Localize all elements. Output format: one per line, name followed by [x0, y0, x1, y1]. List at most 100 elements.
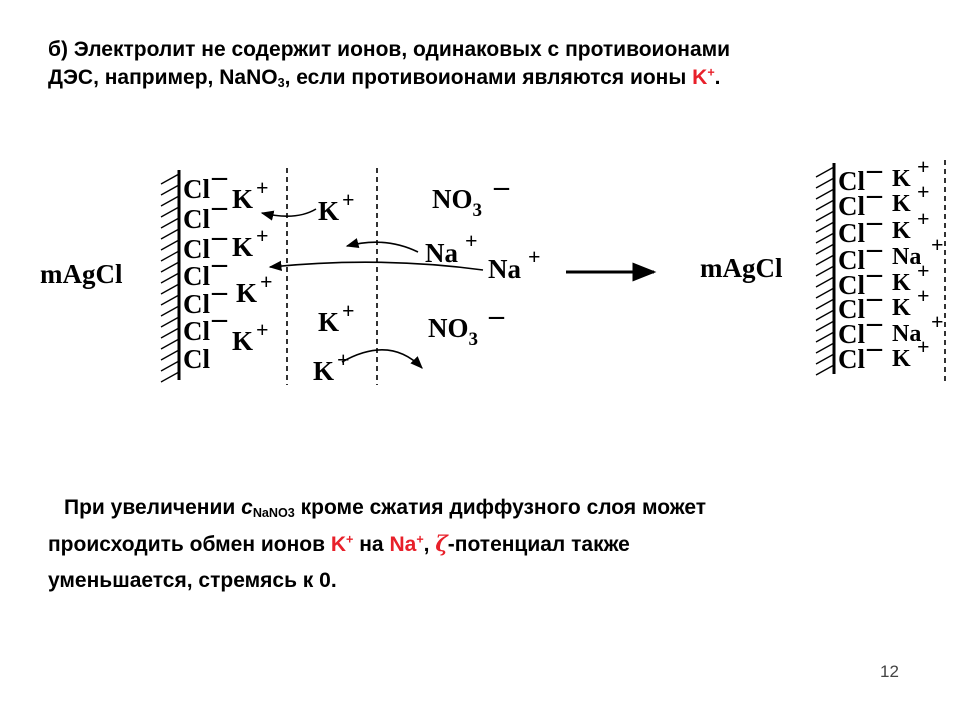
hatch-mark	[160, 184, 180, 196]
minus-sign: –	[866, 257, 883, 290]
right-counterion-column: K + K + K + Na + K + K + Na + K +	[892, 154, 944, 372]
cl-ion: Cl	[838, 191, 865, 221]
plus-sign: +	[931, 309, 944, 334]
minus-sign: –	[211, 220, 228, 253]
minus-sign: –	[866, 331, 883, 364]
minus-sign: –	[211, 302, 228, 335]
hatch-mark	[815, 177, 835, 189]
cl-ion: Cl	[838, 245, 865, 275]
k-ion: K	[236, 278, 257, 308]
cl-ion: Cl	[183, 174, 210, 204]
plus-sign: +	[465, 228, 478, 253]
cl-ion: Cl	[183, 289, 210, 319]
na-ion: Na	[425, 238, 458, 268]
hatch-mark	[815, 298, 835, 310]
explanation-paragraph: При увеличении cNaNO3 кроме сжатия диффу…	[48, 490, 928, 599]
paragraph-line-2: происходить обмен ионов K+ на Na+, ζ-пот…	[48, 531, 630, 556]
hatch-mark	[160, 206, 180, 218]
hatch-mark	[160, 250, 180, 262]
hatch-mark	[160, 272, 180, 284]
exchange-arrow	[268, 260, 484, 271]
heading-line-2: ДЭС, например, NaNO3, если противоионами…	[48, 64, 928, 92]
left-core-label: mAgCl	[40, 259, 123, 289]
minus-sign: –	[488, 299, 505, 332]
exchange-arrow	[260, 208, 317, 221]
hatch-mark	[815, 364, 835, 376]
hatch-mark	[815, 221, 835, 233]
hatch-mark	[160, 228, 180, 240]
plus-sign: +	[917, 283, 930, 308]
hatch-mark	[815, 188, 835, 200]
hatch-mark	[160, 371, 180, 383]
minus-sign: –	[866, 205, 883, 238]
right-cl-column: Cl Cl Cl Cl Cl Cl Cl Cl – – – – – – – –	[838, 153, 883, 374]
plus-sign: +	[917, 334, 930, 359]
heading-sub: 3	[277, 76, 285, 91]
hatch-mark	[815, 309, 835, 321]
minus-sign: –	[211, 190, 228, 223]
k-ion: K	[892, 295, 911, 321]
plus-sign: +	[931, 232, 944, 257]
hatch-mark	[815, 320, 835, 332]
hatch-mark	[815, 254, 835, 266]
right-hatched-surface	[815, 163, 836, 376]
nitrate-ion: NO3	[432, 184, 482, 221]
minus-sign: –	[866, 232, 883, 265]
cl-ion: Cl	[838, 344, 865, 374]
cl-ion: Cl	[183, 261, 210, 291]
hatch-mark	[815, 199, 835, 211]
left-k-column: K + K + K + K +	[232, 175, 273, 356]
hatch-mark	[815, 287, 835, 299]
minus-sign: –	[493, 170, 510, 203]
hatch-mark	[160, 360, 180, 372]
plus-sign: +	[917, 206, 930, 231]
plus-sign: +	[528, 244, 541, 269]
k-ion: K	[313, 356, 334, 386]
heading: б) Электролит не содержит ионов, одинако…	[48, 36, 928, 92]
minus-sign: –	[866, 178, 883, 211]
cl-ion: Cl	[838, 319, 865, 349]
nitrate-ion: NO3	[428, 313, 478, 350]
heading-text-a: ДЭС, например, NaNO	[48, 66, 278, 89]
hatch-mark	[160, 294, 180, 306]
minus-sign: –	[866, 153, 883, 186]
plus-sign: +	[337, 347, 350, 372]
hatch-mark	[815, 342, 835, 354]
k-ion: K	[232, 326, 253, 356]
plus-sign: +	[342, 298, 355, 323]
exchange-arrow	[341, 349, 423, 369]
plus-sign: +	[917, 179, 930, 204]
minus-sign: –	[211, 247, 228, 280]
plus-sign: +	[917, 258, 930, 283]
k-ion: K	[318, 196, 339, 226]
hatch-mark	[815, 265, 835, 277]
minus-sign: –	[211, 160, 228, 193]
hatch-mark	[160, 338, 180, 350]
page-number: 12	[880, 662, 899, 681]
paragraph-line-3: уменьшается, стремясь к 0.	[48, 569, 337, 592]
k-ion: K	[892, 191, 911, 217]
k-ion: K	[232, 184, 253, 214]
minus-sign: –	[866, 281, 883, 314]
k-ion: K	[892, 270, 911, 296]
k-ion: K	[892, 218, 911, 244]
cl-ion: Cl	[183, 316, 210, 346]
right-core-label: mAgCl	[700, 253, 783, 283]
hatch-mark	[160, 283, 180, 295]
na-ion: Na	[892, 321, 921, 347]
left-hatched-surface	[160, 170, 181, 383]
hatch-mark	[815, 232, 835, 244]
heading-text-b: , если противоионами являются ионы	[284, 66, 693, 89]
k-ion: K	[318, 307, 339, 337]
plus-sign: +	[260, 269, 273, 294]
hatch-mark	[815, 353, 835, 365]
minus-sign: –	[866, 306, 883, 339]
k-ion: K	[892, 166, 911, 192]
hatch-mark	[815, 276, 835, 288]
hatch-mark	[160, 173, 180, 185]
cl-ion: Cl	[838, 294, 865, 324]
k-ion: K	[892, 346, 911, 372]
hatch-mark	[815, 331, 835, 343]
cl-ion: Cl	[183, 204, 210, 234]
